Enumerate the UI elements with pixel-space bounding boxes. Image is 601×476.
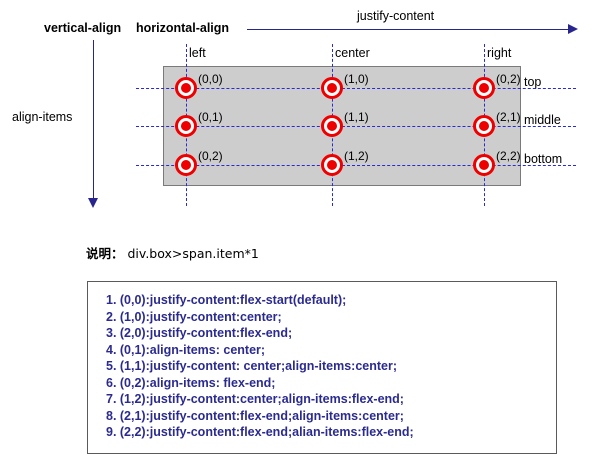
align-items-axis-line bbox=[93, 40, 94, 200]
arrow-right-icon bbox=[568, 24, 578, 34]
marker-coordinate-label: (0,0) bbox=[198, 72, 223, 86]
legend-item: 8. (2,1):justify-content:flex-end;align-… bbox=[106, 408, 404, 423]
note-value: div.box>span.item*1 bbox=[127, 246, 259, 261]
marker-coordinate-label: (1,2) bbox=[344, 149, 369, 163]
bullseye-marker-icon bbox=[175, 77, 197, 99]
legend-item: 3. (2,0):justify-content:flex-end; bbox=[106, 326, 293, 340]
justify-content-axis-label: justify-content bbox=[352, 9, 440, 23]
legend-list: 1. (0,0):justify-content:flex-start(defa… bbox=[88, 282, 556, 441]
column-label-right: right bbox=[487, 46, 512, 60]
legend-item: 2. (1,0):justify-content:center; bbox=[106, 309, 282, 324]
bullseye-marker-icon bbox=[175, 154, 197, 176]
legend-item: 9. (2,2):justify-content:flex-end;alian-… bbox=[106, 425, 414, 439]
marker-coordinate-label: (0,2) bbox=[198, 149, 223, 163]
row-label-top: top bbox=[524, 75, 542, 89]
legend-item: 1. (0,0):justify-content:flex-start(defa… bbox=[106, 293, 347, 307]
note-line: 说明： div.box>span.item*1 bbox=[86, 243, 259, 262]
row-label-bottom: bottom bbox=[524, 152, 563, 166]
horizontal-align-title: horizontal-align bbox=[136, 21, 230, 35]
bullseye-marker-icon bbox=[473, 77, 495, 99]
legend-box: 1. (0,0):justify-content:flex-start(defa… bbox=[87, 281, 557, 454]
bullseye-marker-icon bbox=[321, 115, 343, 137]
row-guide-bottom bbox=[136, 165, 576, 166]
bullseye-marker-icon bbox=[321, 77, 343, 99]
arrow-down-icon bbox=[88, 198, 98, 208]
justify-content-axis-line bbox=[247, 29, 575, 30]
legend-item: 6. (0,2):align-items: flex-end; bbox=[106, 375, 276, 390]
legend-item: 7. (1,2):justify-content:center;align-it… bbox=[106, 392, 404, 406]
legend-item: 5. (1,1):justify-content: center;align-i… bbox=[106, 359, 398, 373]
bullseye-marker-icon bbox=[175, 115, 197, 137]
marker-coordinate-label: (1,0) bbox=[344, 72, 369, 86]
row-label-middle: middle bbox=[524, 113, 561, 127]
vertical-align-title: vertical-align bbox=[44, 21, 122, 35]
marker-coordinate-label: (2,2) bbox=[496, 149, 521, 163]
column-label-left: left bbox=[189, 46, 206, 60]
marker-coordinate-label: (2,1) bbox=[496, 110, 521, 124]
marker-coordinate-label: (0,2) bbox=[496, 72, 521, 86]
bullseye-marker-icon bbox=[321, 154, 343, 176]
note-label: 说明： bbox=[86, 246, 124, 261]
align-items-axis-label: align-items bbox=[12, 110, 73, 124]
row-guide-middle bbox=[136, 126, 576, 127]
bullseye-marker-icon bbox=[473, 115, 495, 137]
marker-coordinate-label: (0,1) bbox=[198, 110, 223, 124]
row-guide-top bbox=[136, 88, 576, 89]
bullseye-marker-icon bbox=[473, 154, 495, 176]
column-label-center: center bbox=[335, 46, 370, 60]
marker-coordinate-label: (1,1) bbox=[344, 110, 369, 124]
legend-item: 4. (0,1):align-items: center; bbox=[106, 342, 266, 357]
